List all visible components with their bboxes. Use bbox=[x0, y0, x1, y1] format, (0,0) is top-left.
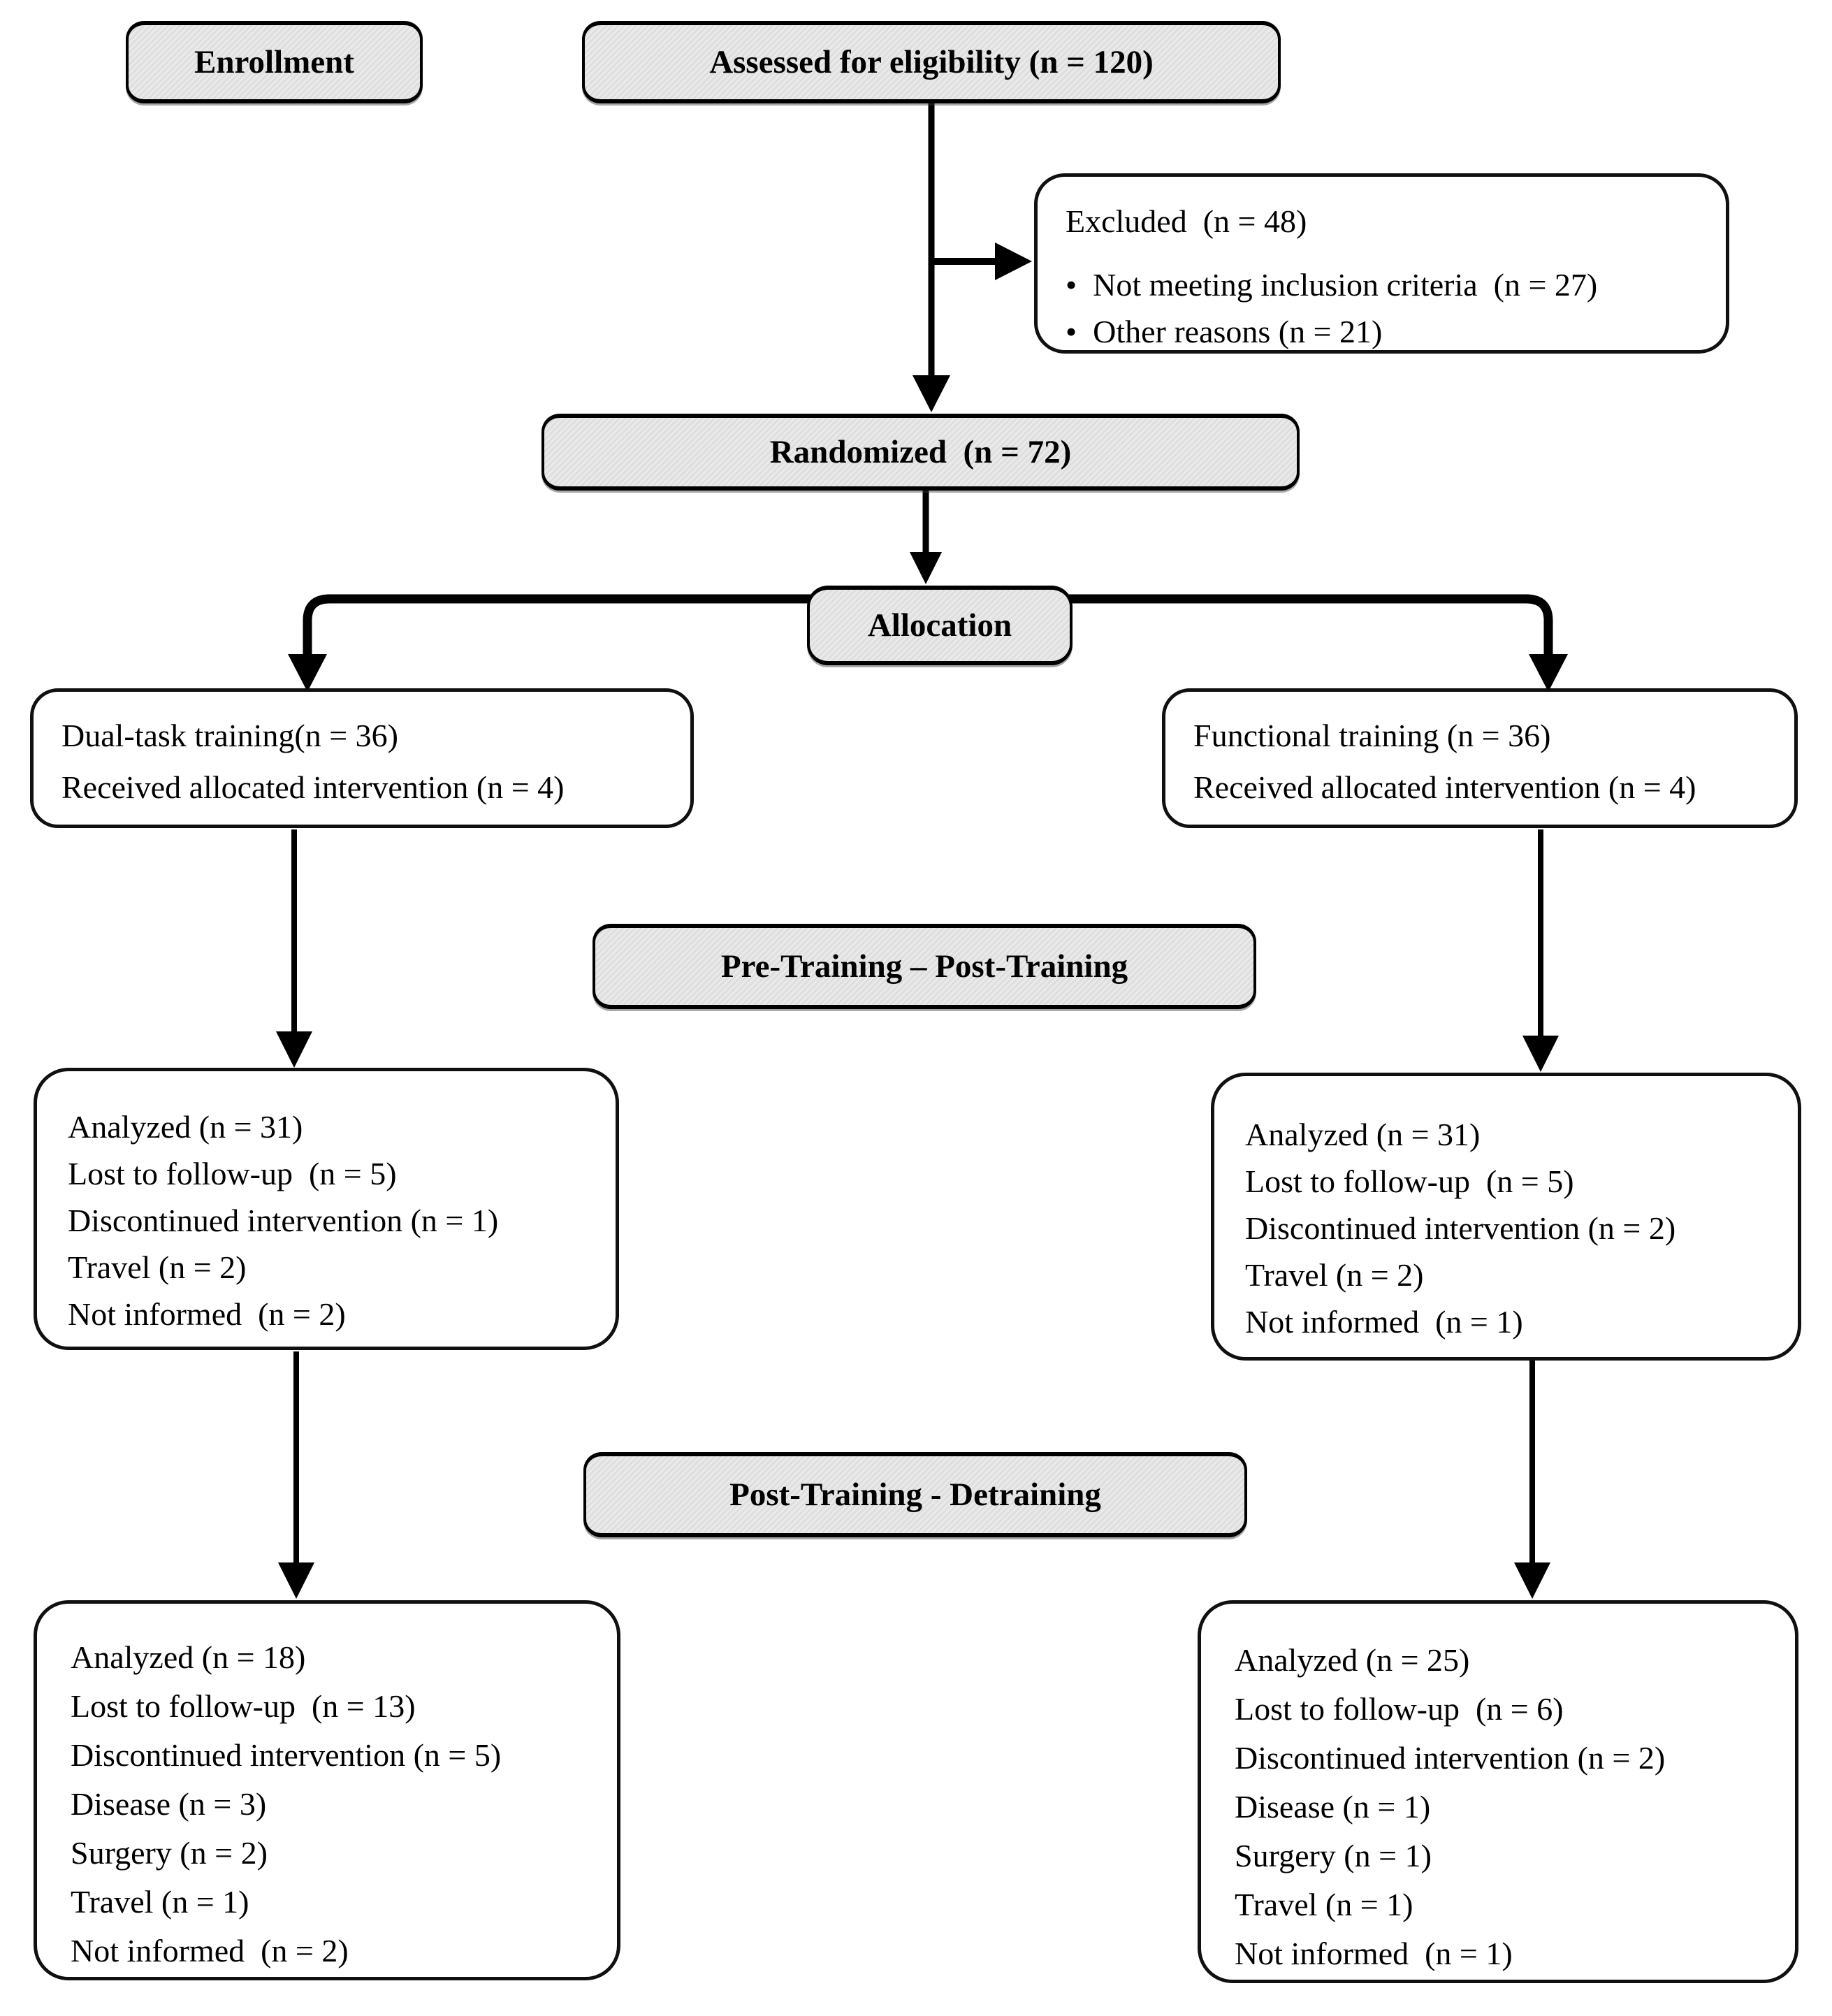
arrow-randomized-to-allocation bbox=[910, 491, 942, 584]
analysis-line: Discontinued intervention (n = 2) bbox=[1245, 1210, 1676, 1246]
excluded-title: Excluded (n = 48) bbox=[1066, 203, 1307, 239]
left-detraining-analysis-box: Analyzed (n = 18) Lost to follow-up (n =… bbox=[34, 1600, 620, 1980]
analysis-line: Not informed (n = 2) bbox=[68, 1296, 346, 1332]
group-line: Received allocated intervention (n = 4) bbox=[1193, 769, 1696, 805]
dual-task-group-box: Dual-task training(n = 36) Received allo… bbox=[30, 688, 694, 828]
right-detraining-analysis-box: Analyzed (n = 25) Lost to follow-up (n =… bbox=[1198, 1600, 1798, 1983]
analysis-line: Analyzed (n = 31) bbox=[1245, 1117, 1481, 1152]
analysis-line: Travel (n = 2) bbox=[68, 1249, 247, 1285]
arrow-left-prepost-to-detraining bbox=[278, 1351, 314, 1599]
left-prepost-analysis-box: Analyzed (n = 31) Lost to follow-up (n =… bbox=[34, 1068, 619, 1350]
assessed-for-eligibility-box: Assessed for eligibility (n = 120) bbox=[582, 21, 1281, 103]
analysis-line: Discontinued intervention (n = 2) bbox=[1235, 1740, 1666, 1776]
analysis-line: Lost to follow-up (n = 13) bbox=[71, 1688, 416, 1724]
analysis-line: Discontinued intervention (n = 1) bbox=[68, 1203, 499, 1238]
randomized-box: Randomized (n = 72) bbox=[541, 414, 1300, 491]
pre-post-training-stage-box: Pre-Training – Post-Training bbox=[593, 924, 1256, 1009]
excluded-reason-item: • Other reasons (n = 21) bbox=[1066, 314, 1383, 349]
analysis-line: Disease (n = 3) bbox=[71, 1786, 267, 1822]
right-prepost-analysis-box: Analyzed (n = 31) Lost to follow-up (n =… bbox=[1211, 1073, 1801, 1361]
arrow-right-prepost-to-detraining bbox=[1514, 1361, 1550, 1599]
analysis-line: Travel (n = 1) bbox=[71, 1884, 249, 1920]
analysis-line: Analyzed (n = 31) bbox=[68, 1109, 303, 1145]
group-line: Dual-task training(n = 36) bbox=[61, 718, 398, 753]
arrow-assessed-to-randomized bbox=[913, 103, 950, 412]
group-line: Functional training (n = 36) bbox=[1193, 718, 1551, 753]
analysis-line: Analyzed (n = 18) bbox=[71, 1639, 306, 1675]
arrow-functional-to-prepost bbox=[1522, 829, 1559, 1072]
analysis-line: Analyzed (n = 25) bbox=[1235, 1642, 1470, 1678]
analysis-line: Lost to follow-up (n = 6) bbox=[1235, 1691, 1564, 1727]
enrollment-stage-box: Enrollment bbox=[126, 21, 423, 103]
excluded-reason-item: • Not meeting inclusion criteria (n = 27… bbox=[1066, 267, 1598, 303]
analysis-line: Surgery (n = 1) bbox=[1235, 1838, 1432, 1873]
analysis-line: Lost to follow-up (n = 5) bbox=[1245, 1163, 1574, 1199]
analysis-line: Lost to follow-up (n = 5) bbox=[68, 1156, 397, 1191]
functional-group-box: Functional training (n = 36) Received al… bbox=[1162, 688, 1798, 828]
post-training-detraining-stage-box: Post-Training - Detraining bbox=[583, 1452, 1247, 1537]
analysis-line: Not informed (n = 1) bbox=[1235, 1936, 1513, 1971]
analysis-line: Disease (n = 1) bbox=[1235, 1789, 1431, 1825]
excluded-box: Excluded (n = 48) • Not meeting inclusio… bbox=[1034, 173, 1729, 354]
analysis-line: Travel (n = 2) bbox=[1245, 1257, 1424, 1293]
analysis-line: Not informed (n = 1) bbox=[1245, 1304, 1523, 1340]
analysis-line: Surgery (n = 2) bbox=[71, 1835, 268, 1871]
arrow-dualtask-to-prepost bbox=[276, 829, 312, 1068]
analysis-line: Not informed (n = 2) bbox=[71, 1933, 349, 1968]
group-line: Received allocated intervention (n = 4) bbox=[61, 769, 565, 805]
analysis-line: Travel (n = 1) bbox=[1235, 1887, 1413, 1922]
allocation-stage-box: Allocation bbox=[807, 586, 1073, 665]
analysis-line: Discontinued intervention (n = 5) bbox=[71, 1737, 502, 1773]
arrow-to-excluded bbox=[929, 242, 1032, 280]
